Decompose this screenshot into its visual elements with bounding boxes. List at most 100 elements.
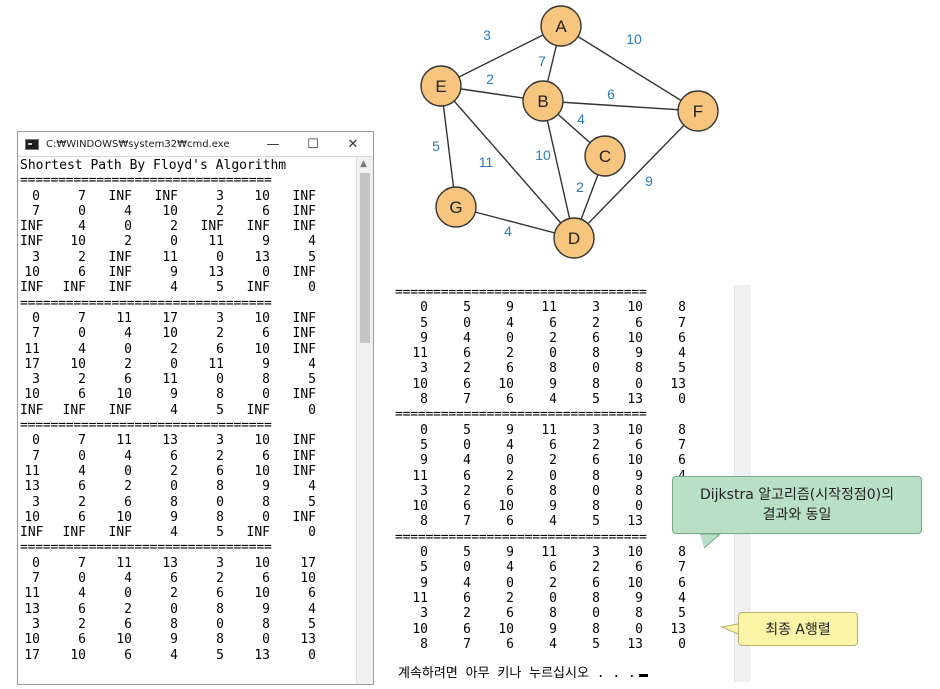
separator-line: =================================	[395, 529, 647, 545]
dijkstra-callout-line1: Dijkstra 알고리즘(시작정점0)의	[700, 487, 894, 503]
matrix-cell: 7	[463, 392, 471, 408]
matrix-cell: 0	[635, 499, 643, 515]
matrix-cell: 6	[78, 387, 86, 403]
node-B	[522, 80, 564, 122]
matrix-cell: 13	[24, 479, 40, 495]
matrix-cell: 3	[216, 310, 224, 326]
matrix-cell: 13	[627, 392, 643, 408]
matrix-cell: 0	[170, 356, 178, 372]
matrix-cell: 7	[678, 437, 686, 453]
matrix-cell: 3	[216, 555, 224, 571]
scroll-thumb[interactable]	[360, 173, 370, 343]
node-label: F	[693, 102, 703, 121]
matrix-cell: 8	[635, 606, 643, 622]
matrix-cell: 0	[170, 601, 178, 617]
matrix-cell: 11	[116, 555, 132, 571]
edge-F-D	[573, 110, 699, 239]
dijkstra-callout: Dijkstra 알고리즘(시작정점0)의 결과와 동일	[672, 476, 922, 534]
separator-line: =================================	[20, 540, 272, 556]
edge-weight-label: 2	[576, 179, 584, 195]
matrix-cell: 0	[262, 387, 270, 403]
matrix-cell: 7	[78, 555, 86, 571]
matrix-cell: INF	[108, 249, 132, 265]
matrix-cell: 4	[308, 479, 316, 495]
matrix-cell: 0	[124, 341, 132, 357]
maximize-button[interactable]: ☐	[307, 136, 319, 152]
matrix-cell: 13	[208, 265, 224, 281]
matrix-cell: 2	[506, 468, 514, 484]
matrix-cell: 0	[592, 483, 600, 499]
matrix-cell: 5	[463, 545, 471, 561]
matrix-cell: 13	[300, 632, 316, 648]
matrix-cell: 6	[506, 514, 514, 530]
matrix-cell: INF	[246, 525, 270, 541]
matrix-cell: 8	[170, 494, 178, 510]
matrix-cell: 6	[549, 560, 557, 576]
matrix-cell: 10	[254, 433, 270, 449]
matrix-cell: 9	[549, 376, 557, 392]
matrix-cell: 3	[420, 606, 428, 622]
matrix-cell: 2	[124, 356, 132, 372]
matrix-cell: 2	[170, 463, 178, 479]
matrix-cell: 8	[678, 422, 686, 438]
matrix-cell: 8	[635, 483, 643, 499]
matrix-cell: 10	[70, 356, 86, 372]
matrix-cell: 4	[124, 448, 132, 464]
matrix-cell: INF	[292, 326, 316, 342]
matrix-cell: 0	[78, 571, 86, 587]
close-button[interactable]: ✕	[347, 136, 359, 152]
matrix-cell: 9	[262, 479, 270, 495]
matrix-cell: 10	[162, 326, 178, 342]
node-D	[553, 217, 595, 259]
matrix-cell: 2	[549, 330, 557, 346]
matrix-cell: 6	[262, 203, 270, 219]
matrix-cell: 0	[592, 361, 600, 377]
matrix-cell: INF	[108, 280, 132, 296]
matrix-cell: 9	[506, 545, 514, 561]
matrix-cell: 0	[549, 590, 557, 606]
matrix-cell: 10	[24, 265, 40, 281]
matrix-cell: INF	[62, 280, 86, 296]
matrix-cell: 4	[506, 560, 514, 576]
matrix-cell: 0	[124, 219, 132, 235]
matrix-cell: 11	[24, 463, 40, 479]
matrix-cell: 10	[498, 376, 514, 392]
node-label: B	[537, 92, 548, 111]
matrix-cell: 4	[308, 356, 316, 372]
vertical-scrollbar[interactable]: ▲	[356, 157, 373, 684]
separator-line: =================================	[395, 285, 647, 300]
matrix-cell: 11	[116, 433, 132, 449]
scroll-up-icon[interactable]: ▲	[360, 159, 367, 169]
matrix-cell: 4	[78, 341, 86, 357]
matrix-cell: 6	[262, 448, 270, 464]
matrix-cell: 10	[254, 555, 270, 571]
matrix-cell: 8	[216, 632, 224, 648]
matrix-cell: INF	[20, 525, 44, 541]
matrix-cell: 4	[463, 575, 471, 591]
matrix-cell: 6	[678, 575, 686, 591]
matrix-cell: 10	[116, 509, 132, 525]
matrix-cell: 6	[216, 586, 224, 602]
matrix-cell: 6	[124, 494, 132, 510]
matrix-cell: INF	[20, 234, 44, 250]
matrix-cell: 0	[124, 586, 132, 602]
matrix-cell: 7	[32, 203, 40, 219]
minimize-button[interactable]: —	[266, 136, 280, 152]
window-titlebar: C:₩WINDOWS₩system32₩cmd.exe — ☐ ✕	[18, 132, 373, 157]
matrix-cell: 0	[262, 632, 270, 648]
matrix-cell: 0	[420, 300, 428, 316]
matrix-cell: 8	[592, 468, 600, 484]
console-header: Shortest Path By Floyd's Algorithm	[20, 158, 287, 173]
matrix-cell: 0	[635, 376, 643, 392]
